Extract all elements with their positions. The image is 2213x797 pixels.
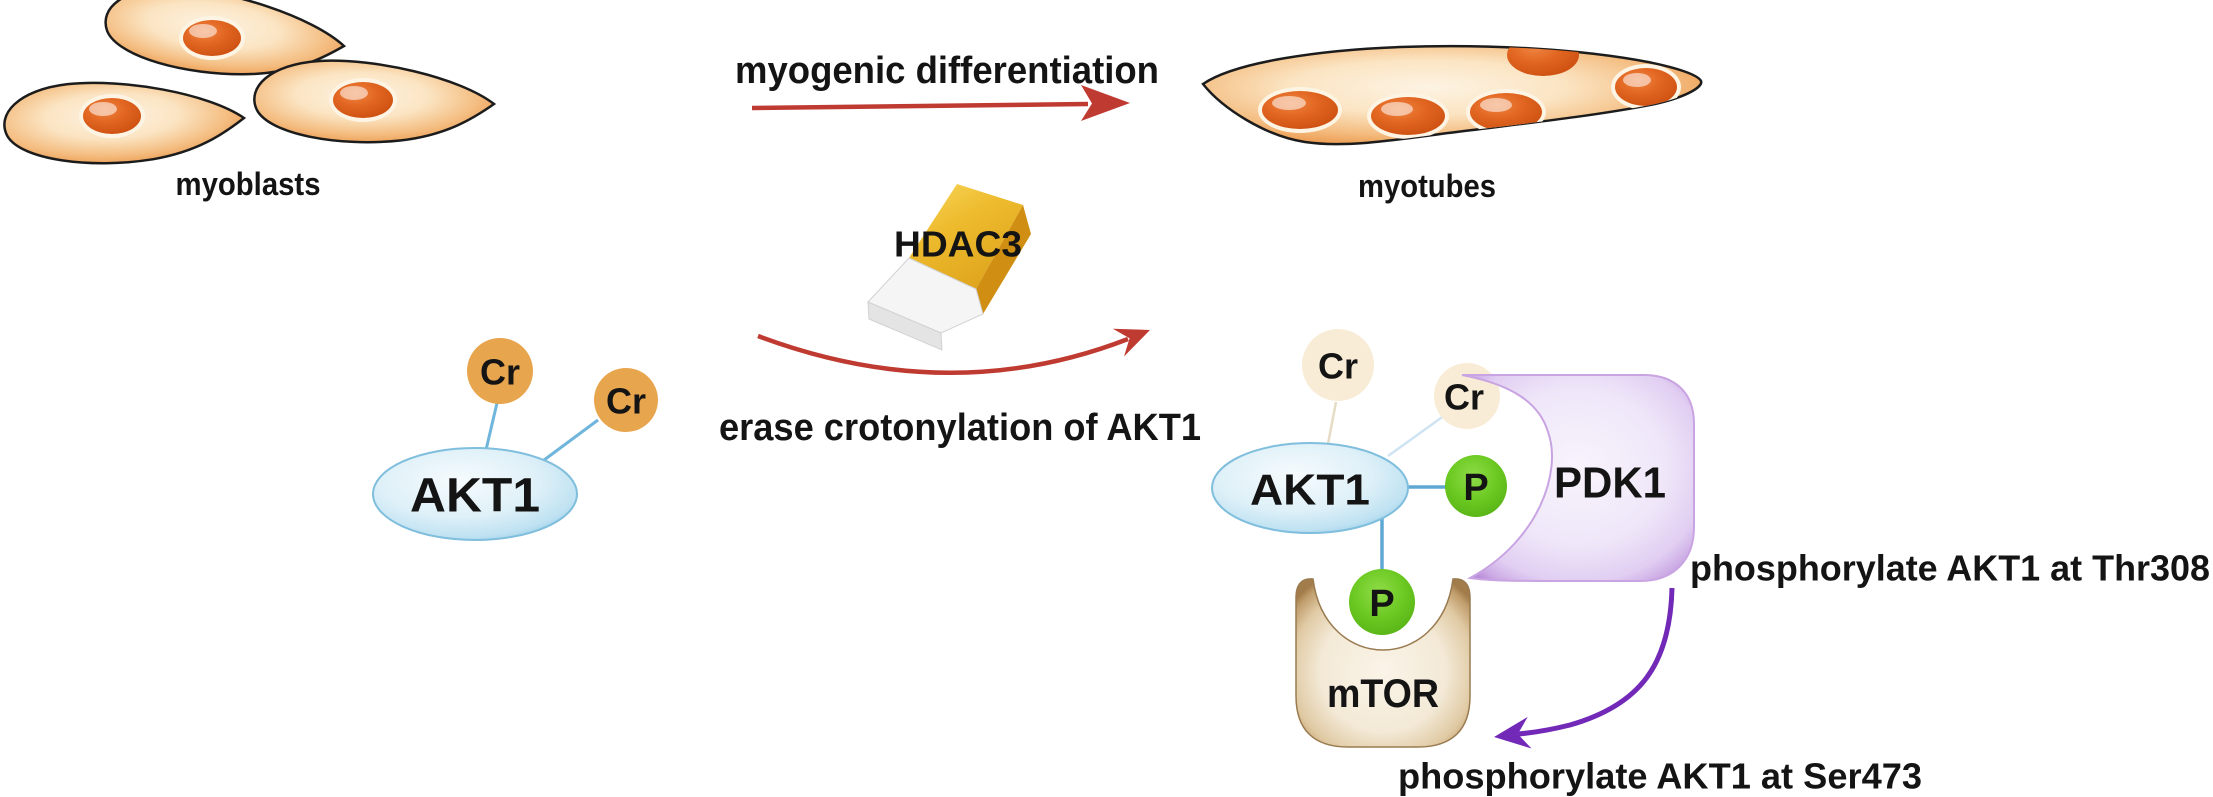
mtor-label: mTOR bbox=[1327, 672, 1439, 716]
cr-circle bbox=[594, 368, 658, 432]
myotube-nucleus bbox=[1367, 93, 1449, 139]
akt1-ellipse bbox=[1211, 442, 1409, 534]
mtor-shape bbox=[1295, 578, 1471, 748]
akt1-label: AKT1 bbox=[1250, 466, 1370, 515]
akt1-crotonylated-group: AKT1 Cr Cr bbox=[372, 338, 658, 541]
cr-faded-label: Cr bbox=[1318, 346, 1358, 387]
myotube-nucleus bbox=[1258, 87, 1342, 133]
cr-link bbox=[539, 418, 599, 465]
myoblast-nucleus bbox=[179, 16, 245, 60]
phosphate-circle-ser473 bbox=[1349, 569, 1415, 635]
myotube-nucleus bbox=[1507, 46, 1579, 76]
myotube-nucleus bbox=[1611, 64, 1681, 110]
phosphorylation-annotations: phosphorylate AKT1 at Thr308 phosphoryla… bbox=[1398, 548, 2210, 797]
myotubes-label: myotubes bbox=[1358, 168, 1496, 204]
myotube-nuclei bbox=[1258, 46, 1681, 139]
cr-label: Cr bbox=[606, 381, 646, 422]
cr-circle bbox=[467, 338, 533, 404]
akt1-label: AKT1 bbox=[410, 470, 540, 523]
myogenic-differentiation-label: myogenic differentiation bbox=[735, 50, 1159, 92]
cr-label: Cr bbox=[480, 352, 520, 393]
erase-arrow bbox=[757, 328, 1150, 375]
pdk1-shape bbox=[1461, 374, 1695, 582]
cr-faded-link bbox=[1326, 401, 1338, 445]
cr-faded-link bbox=[1387, 408, 1453, 458]
akt1-ellipse bbox=[372, 447, 578, 541]
hdac3-eraser-icon: HDAC3 bbox=[867, 184, 1031, 351]
phospho-ser473-label: phosphorylate AKT1 at Ser473 bbox=[1398, 756, 1922, 797]
myotube-cell: myotubes bbox=[1201, 44, 1703, 204]
ser473-arrow bbox=[1494, 587, 1675, 749]
phosphate-label: P bbox=[1369, 583, 1394, 625]
myoblast-nucleus bbox=[329, 78, 397, 122]
differentiation-arrow bbox=[751, 85, 1130, 121]
myotube-nucleus bbox=[1466, 89, 1546, 135]
cr-link bbox=[484, 402, 499, 451]
arrowhead bbox=[1081, 85, 1130, 121]
myoblast-cells: myoblasts bbox=[1, 0, 496, 202]
myoblast-nuclei bbox=[79, 16, 397, 138]
differentiation-step: myogenic differentiation bbox=[735, 50, 1159, 121]
erase-crotonylation-label: erase crotonylation of AKT1 bbox=[719, 407, 1201, 449]
erase-step: erase crotonylation of AKT1 bbox=[719, 328, 1201, 449]
pdk1-label: PDK1 bbox=[1554, 459, 1666, 508]
arrowhead bbox=[1112, 328, 1150, 357]
akt1-phosphorylated-group: Cr Cr PDK1 mTOR AKT1 P P bbox=[1211, 329, 1695, 748]
phosphate-label: P bbox=[1463, 467, 1488, 509]
arrowhead bbox=[1494, 716, 1532, 749]
cr-faded-label: Cr bbox=[1444, 377, 1484, 418]
cr-faded-circle bbox=[1302, 329, 1374, 401]
phospho-thr308-label: phosphorylate AKT1 at Thr308 bbox=[1690, 548, 2210, 589]
myoblasts-label: myoblasts bbox=[176, 166, 321, 202]
myoblast-nucleus bbox=[79, 94, 145, 138]
hdac3-label: HDAC3 bbox=[894, 224, 1022, 265]
phosphate-circle-thr308 bbox=[1445, 455, 1507, 517]
